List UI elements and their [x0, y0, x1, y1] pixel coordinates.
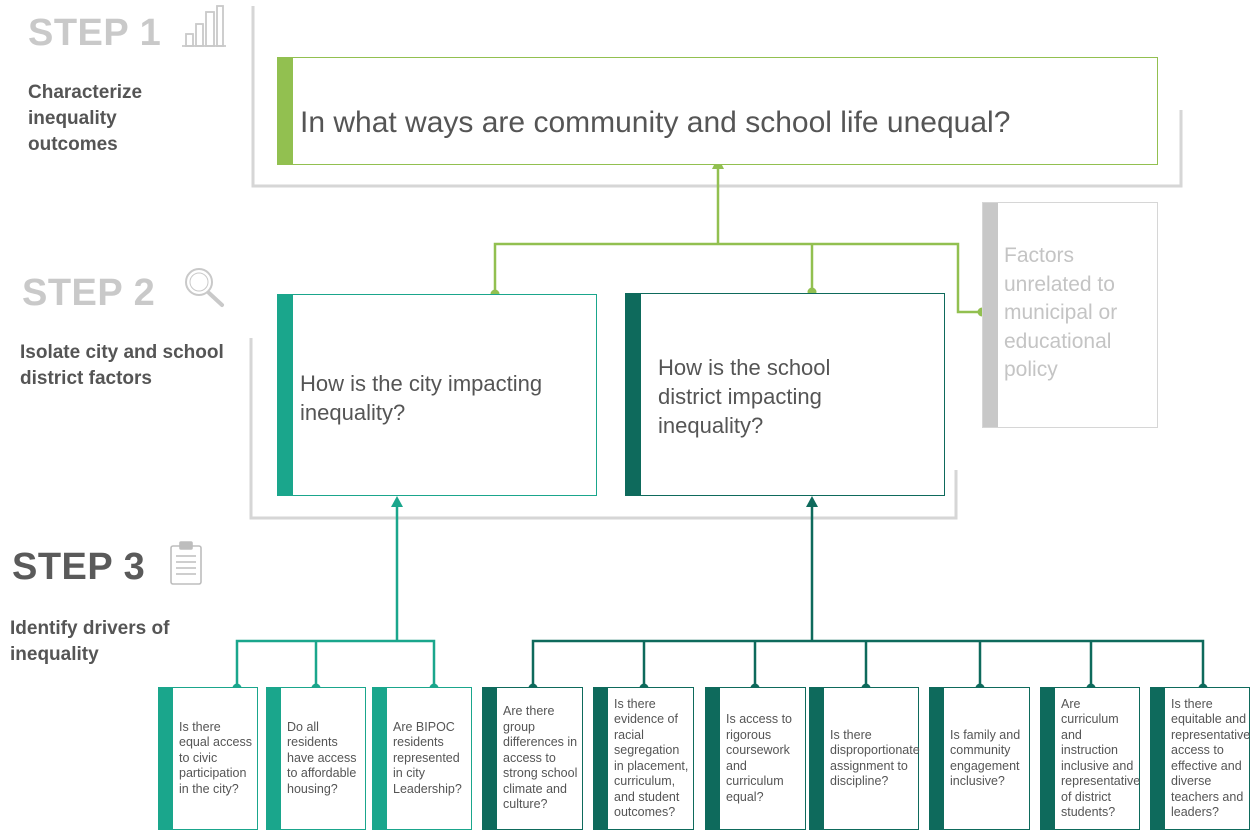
city-accent-bar [278, 295, 293, 495]
district-driver-bar [483, 688, 497, 829]
unrelated-factors-box: Factors unrelated to municipal or educat… [982, 202, 1158, 428]
city-driver-text: Is there equal access to civic participa… [179, 719, 252, 796]
step1-question-box: In what ways are community and school li… [277, 57, 1158, 165]
city-driver-text: Are BIPOC residents represented in city … [393, 719, 462, 796]
city-drivers-connector [235, 506, 436, 688]
district-driver-box: Are curriculum and instruction inclusive… [1040, 687, 1140, 830]
district-driver-box: Is access to rigorous coursework and cur… [705, 687, 806, 830]
district-driver-text: Is there evidence of racial segregation … [614, 696, 689, 820]
step2-to-step1-connector [493, 168, 982, 314]
district-driver-text: Is there equitable and representative ac… [1171, 696, 1250, 820]
city-driver-box: Is there equal access to civic participa… [158, 687, 258, 830]
district-driver-text: Is access to rigorous coursework and cur… [726, 712, 792, 804]
district-driver-text: Is there disproportionate assignment to … [830, 727, 920, 789]
clipboard-icon [170, 541, 202, 585]
step2-bracket [249, 338, 958, 520]
district-driver-bar [706, 688, 720, 829]
district-driver-box: Is there disproportionate assignment to … [809, 687, 920, 830]
district-driver-bar [810, 688, 824, 829]
unrelated-accent-bar [983, 203, 998, 427]
step1-title: STEP 1 [28, 12, 162, 54]
unrelated-factors: Factors unrelated to municipal or educat… [1004, 244, 1118, 381]
district-driver-bar [1041, 688, 1055, 829]
step2-description: Isolate city and school district factors [20, 342, 224, 389]
district-driver-bar [930, 688, 944, 829]
step2-title: STEP 2 [22, 272, 156, 314]
district-driver-box: Is there equitable and representative ac… [1150, 687, 1250, 830]
step1-question: In what ways are community and school li… [300, 106, 1011, 139]
district-question-box: How is the school district impacting ine… [625, 293, 945, 496]
step3-description: Identify drivers of inequality [10, 618, 170, 665]
district-drivers-connector [531, 506, 1205, 688]
city-driver-text: Do all residents have access to affordab… [287, 719, 357, 796]
city-driver-bar [267, 688, 281, 829]
step3-title: STEP 3 [12, 546, 146, 588]
district-question: How is the school district impacting ine… [658, 355, 831, 438]
bar-chart-icon [182, 5, 226, 47]
city-driver-box: Do all residents have access to affordab… [266, 687, 366, 830]
district-driver-box: Are there group differences in access to… [482, 687, 583, 830]
city-question: How is the city impacting inequality? [300, 371, 543, 425]
city-driver-box: Are BIPOC residents represented in city … [372, 687, 472, 830]
city-driver-bar [159, 688, 173, 829]
district-driver-box: Is family and community engagement inclu… [929, 687, 1030, 830]
district-driver-bar [594, 688, 608, 829]
magnifier-icon [185, 268, 224, 307]
district-arrowhead [806, 496, 818, 507]
step1-accent-bar [278, 58, 293, 164]
city-question-box: How is the city impacting inequality? [277, 294, 597, 496]
city-driver-bar [373, 688, 387, 829]
district-driver-text: Is family and community engagement inclu… [950, 727, 1021, 789]
district-driver-box: Is there evidence of racial segregation … [593, 687, 694, 830]
district-driver-text: Are there group differences in access to… [503, 704, 578, 812]
district-driver-text: Are curriculum and instruction inclusive… [1061, 696, 1141, 820]
district-accent-bar [626, 294, 641, 495]
step1-description: Characterize inequality outcomes [28, 82, 143, 155]
district-driver-bar [1151, 688, 1165, 829]
city-arrowhead [391, 496, 403, 507]
